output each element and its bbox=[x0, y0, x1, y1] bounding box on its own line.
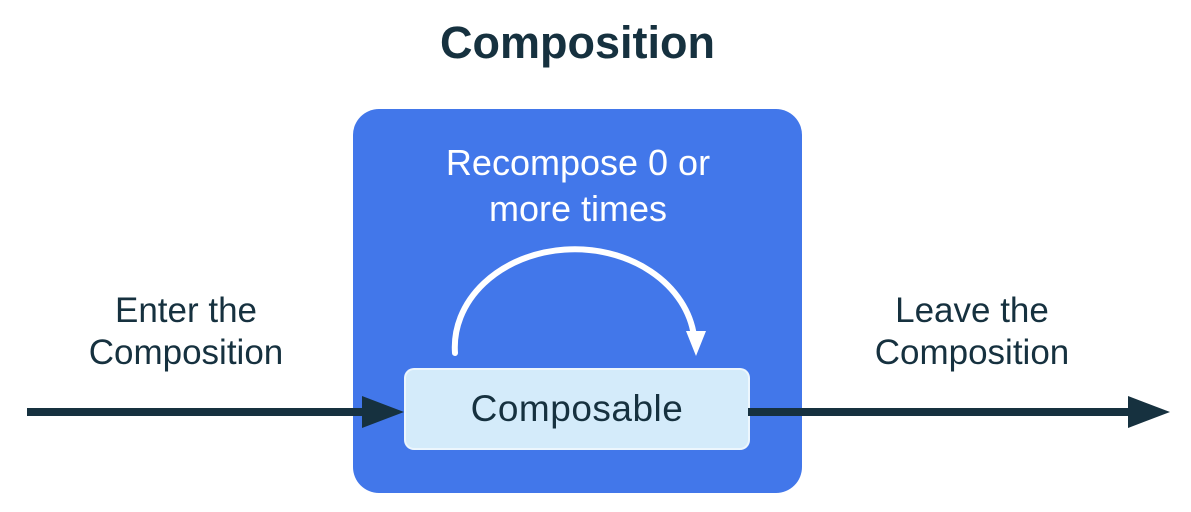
recompose-arc-path bbox=[451, 246, 697, 356]
recompose-arc-arrow bbox=[451, 246, 706, 356]
enter-composition-label: Enter the Composition bbox=[88, 291, 284, 372]
diagram-title: Composition bbox=[440, 17, 715, 68]
leave-arrowhead-icon bbox=[1128, 396, 1170, 428]
leave-flow-line bbox=[748, 408, 1128, 416]
enter-arrowhead-icon bbox=[362, 396, 404, 428]
enter-flow-line bbox=[27, 408, 370, 416]
recompose-arrowhead-icon bbox=[686, 331, 706, 356]
recompose-label: Recompose 0 or more times bbox=[445, 142, 711, 229]
leave-composition-label: Leave the Composition bbox=[874, 291, 1070, 372]
composable-label: Composable bbox=[470, 388, 684, 429]
composition-box: Recompose 0 or more times Composable bbox=[353, 109, 802, 493]
composable-box: Composable bbox=[404, 368, 750, 450]
